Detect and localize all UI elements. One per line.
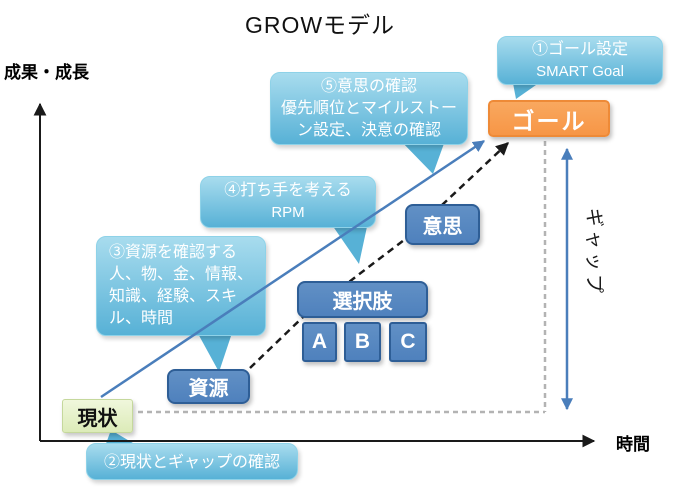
node-option-c: C xyxy=(389,322,427,362)
callout-goal-setting: ①ゴール設定 SMART Goal xyxy=(497,36,663,85)
callout-options-think-line1: ④打ち手を考える xyxy=(224,182,352,199)
callout-resource-pointer xyxy=(196,330,233,372)
callout-goal-setting-line2: SMART Goal xyxy=(536,63,624,80)
diagram-title: GROWモデル xyxy=(244,12,396,38)
node-goal: ゴール xyxy=(488,100,610,137)
callout-will-check-line2: 優先順位とマイルストー xyxy=(280,100,457,117)
callout-resource-check-line1: ③資源を確認する xyxy=(109,244,238,261)
callout-current-gap: ②現状とギャップの確認 xyxy=(86,443,298,480)
callout-options-pointer xyxy=(330,222,368,264)
callout-will-check: ⑤意思の確認 優先順位とマイルストー ン設定、決意の確認 xyxy=(270,72,468,145)
node-current-state: 現状 xyxy=(62,399,133,433)
node-resource: 資源 xyxy=(167,369,250,404)
callout-will-check-line1: ⑤意思の確認 xyxy=(320,78,417,95)
gap-label: ギャップ xyxy=(583,207,605,296)
x-axis-label: 時間 xyxy=(616,435,650,454)
node-options: 選択肢 xyxy=(297,281,428,318)
callout-current-gap-line1: ②現状とギャップの確認 xyxy=(103,454,280,471)
callout-options-think-line2: RPM xyxy=(271,204,305,221)
callout-resource-check: ③資源を確認する 人、物、金、情報、 知識、経験、スキ ル、時間 xyxy=(96,236,266,336)
callout-will-check-line3: ン設定、決意の確認 xyxy=(296,122,441,139)
node-option-b: B xyxy=(344,322,381,362)
callout-options-think: ④打ち手を考える RPM xyxy=(200,176,376,228)
node-option-a: A xyxy=(302,322,337,362)
y-axis-label: 成果・成長 xyxy=(4,63,89,82)
callout-resource-check-line3: 知識、経験、スキ xyxy=(109,288,238,305)
callout-goal-setting-line1: ①ゴール設定 xyxy=(531,41,628,58)
callout-resource-check-line2: 人、物、金、情報、 xyxy=(109,266,254,283)
node-will: 意思 xyxy=(405,204,480,245)
callout-resource-check-line4: ル、時間 xyxy=(109,310,174,327)
